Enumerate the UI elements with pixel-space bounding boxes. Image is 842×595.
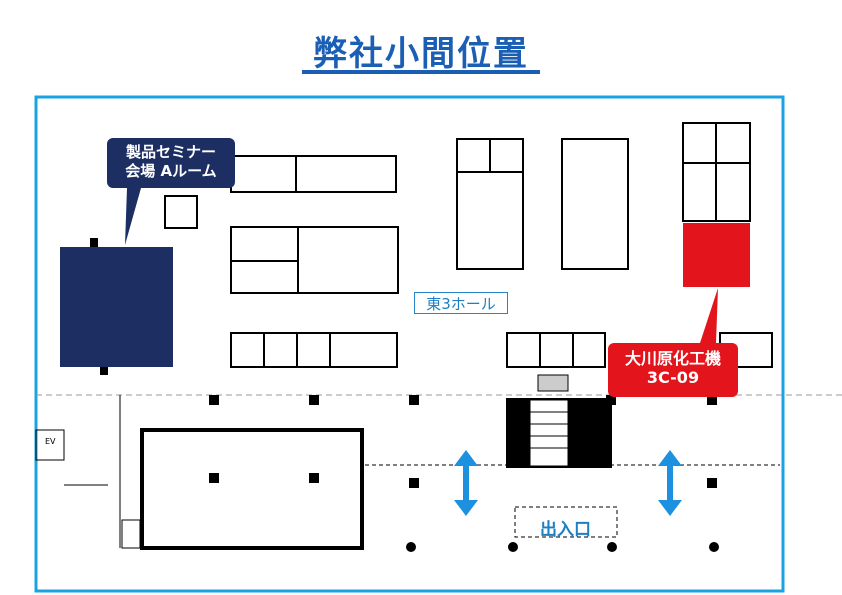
stairwell (506, 374, 612, 468)
seminar-callout-line2: 会場 Aルーム (125, 162, 217, 180)
lower-rooms (35, 395, 780, 550)
booth-callout: 大川原化工機 3C-09 (608, 343, 738, 397)
map-frame (34, 95, 785, 593)
booth-blocks (164, 122, 773, 368)
seminar-callout-pointer (125, 188, 141, 245)
page-title: 弊社小間位置 (313, 34, 529, 74)
seminar-room-callout: 製品セミナー 会場 Aルーム (107, 138, 235, 188)
booth-highlight (683, 223, 750, 287)
entrance-label: 出入口 (540, 520, 591, 540)
booth-callout-pointer (700, 288, 718, 343)
seminar-callout-line1: 製品セミナー (125, 143, 216, 161)
pillars (209, 395, 719, 552)
entrance-arrows (454, 450, 682, 516)
hall-label: 東3ホール (414, 292, 508, 314)
title-underline (302, 70, 540, 74)
booth-callout-line1: 大川原化工機 (624, 349, 721, 368)
booth-callout-line2: 3C-09 (646, 368, 700, 387)
ev-label: EV (45, 437, 56, 446)
seminar-room (60, 247, 173, 367)
